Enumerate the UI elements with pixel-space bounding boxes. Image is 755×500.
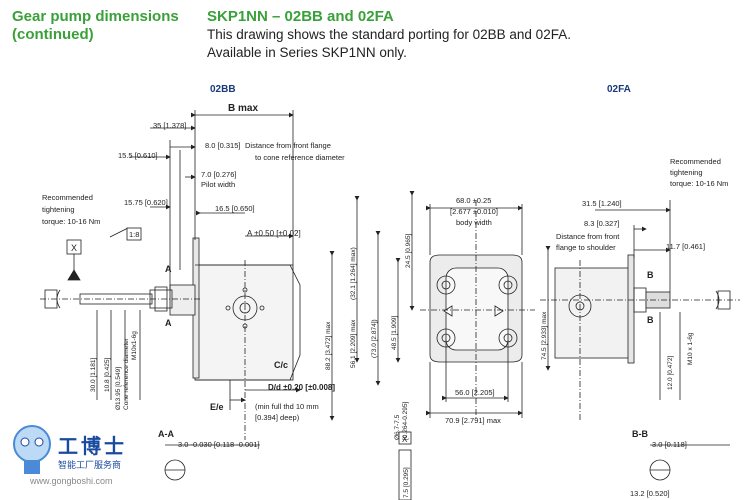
rec-right-3: torque: 10-16 Nm — [670, 179, 728, 188]
section-title: Gear pump dimensions (continued) — [12, 8, 179, 44]
dim-31-5: 31.5 [1.240] — [582, 199, 622, 208]
dim-30: 30.0 [1.181] — [90, 357, 97, 392]
dim-8-3-note1: Distance from front — [556, 232, 620, 241]
dim-11-7: 11.7 [0.461] — [666, 242, 705, 251]
dim-8-note1: Distance from front flange — [245, 141, 331, 150]
datum-x: X — [71, 243, 77, 253]
dim-68-imperial: [2.677 ±0.010] — [450, 207, 498, 216]
rec-left-1: Recommended — [42, 193, 93, 202]
dim-8-note2: to cone reference diameter — [255, 153, 345, 162]
rec-right-1: Recommended — [670, 157, 721, 166]
dim-70-9: 70.9 [2.791] max — [445, 416, 501, 425]
section-title-line2: (continued) — [12, 26, 94, 43]
dim-48-5: 48.5 [1.909] — [391, 315, 398, 350]
section-mark-b-bottom: B — [647, 315, 654, 325]
watermark-url: www.gongboshi.com — [30, 476, 113, 486]
port-dd: D/d ±0.20 [±0.008] — [268, 383, 335, 392]
dim-32-1: (32.1 [1.264] max) — [350, 247, 357, 300]
section-detail-labels: A-A 3.0 -0.030 [0.118 -0.001] B-B 3.0 [0… — [158, 429, 687, 498]
rec-left-3: torque: 10-16 Nm — [42, 217, 100, 226]
dim-13-95: Ø13.95 [0.549] — [115, 367, 122, 410]
side-view-02fa-labels: Recommended tightening torque: 10-16 Nm … — [556, 157, 728, 390]
body-width: body width — [456, 218, 492, 227]
dim-6-7-imperial: [0.264-0.295] — [402, 401, 409, 440]
dim-3-left: 3.0 -0.030 [0.118 -0.001] — [178, 440, 260, 449]
cone-reference: Cone reference diameter — [123, 337, 130, 410]
section-title-line1: Gear pump dimensions — [12, 8, 179, 25]
dim-56: 56.0 [2.205] — [455, 388, 495, 397]
dim-8-3-note2: flange to shoulder — [556, 243, 616, 252]
side-view-02bb — [40, 110, 301, 440]
dim-7-note: Pilot width — [201, 180, 235, 189]
dim-a-tol: A ±0.50 [±0.02] — [247, 229, 301, 238]
dim-15-75: 15.75 [0.620] — [124, 198, 168, 207]
section-mark-b-top: B — [647, 270, 654, 280]
dim-6-7: Ø6.7-7.5 — [394, 414, 401, 440]
dim-74-5: 74.5 [2.933] max — [541, 311, 548, 360]
variant-label-02bb: 02BB — [210, 84, 236, 95]
thread-m10-right: M10 x 1-6g — [687, 332, 694, 365]
section-mark-a-top: A — [165, 264, 172, 274]
dim-10-8: 10.8 [0.425] — [104, 357, 111, 392]
dim-56-1: 56.1 [2.209] max — [350, 319, 357, 368]
dim-88-2: 88.2 [3.472] max — [325, 321, 332, 370]
dim-7: 7.0 [0.276] — [201, 170, 236, 179]
b-max-label: B max — [228, 103, 258, 114]
taper-ratio: 1:8 — [129, 230, 139, 239]
section-bb-title: B-B — [632, 429, 648, 439]
section-details — [164, 444, 730, 481]
side-view-02fa — [540, 200, 740, 420]
section-aa-title: A-A — [158, 429, 174, 439]
dim-8-3: 8.3 [0.327] — [584, 219, 619, 228]
watermark-subtitle: 智能工厂服务商 — [58, 460, 122, 470]
variant-label-02fa: 02FA — [607, 84, 631, 95]
watermark-brand: 工博士 — [58, 436, 127, 458]
thread-deep: [0.394] deep) — [255, 413, 300, 422]
dim-35: 35 [1.378] — [153, 121, 186, 130]
thread-m10: M10x1-6g — [131, 331, 138, 360]
front-view — [329, 191, 551, 500]
dim-7-5: 7.5 [0.295] — [403, 467, 410, 498]
dim-15-5: 15.5 [0.610] — [118, 151, 158, 160]
rec-left-2: tightening — [42, 205, 75, 214]
port-cc: C/c — [274, 360, 288, 370]
datum-x-front: X — [402, 435, 408, 444]
dim-73: (73.0 [2.874]) — [371, 319, 378, 358]
dim-8: 8.0 [0.315] — [205, 141, 240, 150]
section-mark-a-bottom: A — [165, 318, 172, 328]
min-thread: (min full thd 10 mm — [255, 402, 319, 411]
description-line1: This drawing shows the standard porting … — [207, 27, 571, 42]
description-line2: Available in Series SKP1NN only. — [207, 45, 407, 60]
dim-24-5: 24.5 [0.965] — [405, 233, 412, 268]
dim-68: 68.0 ±0.25 — [456, 196, 491, 205]
section-description: SKP1NN – 02BB and 02FA This drawing show… — [207, 8, 571, 62]
dim-12: 12.0 [0.472] — [667, 355, 674, 390]
dim-16-5: 16.5 [0.650] — [215, 204, 255, 213]
subtitle: SKP1NN – 02BB and 02FA — [207, 8, 394, 25]
watermark-logo — [13, 425, 51, 474]
dim-13-2: 13.2 [0.520] — [630, 489, 670, 498]
port-ee: E/e — [210, 402, 224, 412]
rec-right-2: tightening — [670, 168, 703, 177]
dim-3-right: 3.0 [0.118] — [652, 440, 687, 449]
side-view-labels: B max 35 [1.378] 8.0 [0.315] Distance fr… — [42, 103, 345, 422]
front-view-labels: 68.0 ±0.25 [2.677 ±0.010] body width (32… — [325, 196, 548, 498]
